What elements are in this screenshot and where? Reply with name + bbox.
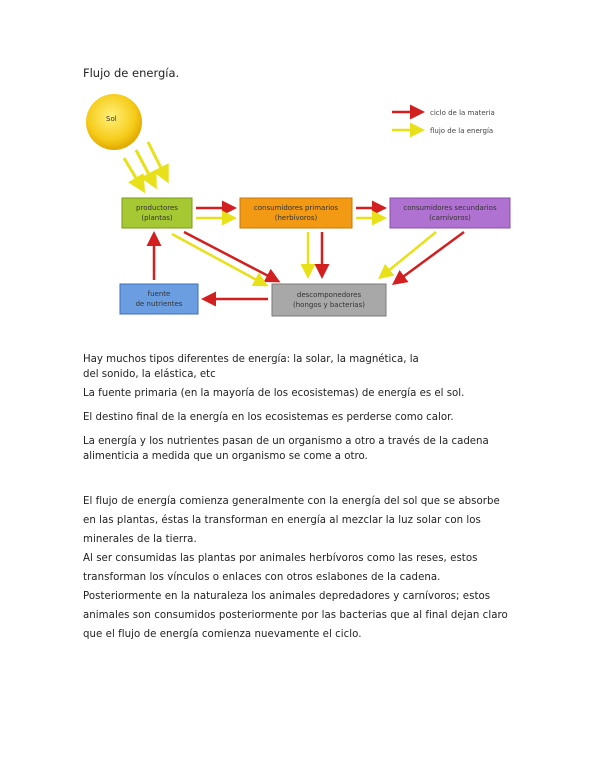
decomposers-label-2: (hongos y bacterias) <box>293 301 365 309</box>
page-title: Flujo de energía. <box>83 66 180 80</box>
secondary-consumers-label-1: consumidores secundarios <box>403 204 497 212</box>
decomposers-box <box>271 283 387 317</box>
paragraph-final-destination: El destino final de la energía en los ec… <box>83 412 454 423</box>
paragraph-energy-types: Hay muchos tipos diferentes de energía: … <box>83 354 419 380</box>
body-line: minerales de la tierra. <box>83 534 197 545</box>
primary-to-secondary-arrows <box>356 200 387 226</box>
paragraph-food-chain: La energía y los nutrientes pasan de un … <box>83 436 489 462</box>
nutrients-box <box>119 283 199 315</box>
legend: ciclo de la materia flujo de la energía <box>392 104 495 138</box>
primary-to-decomposers-arrows <box>300 232 330 279</box>
secondary-to-decomposers-arrows <box>378 230 465 285</box>
body-line: Al ser consumidas las plantas por animal… <box>83 553 478 564</box>
nutrients-label-1: fuente <box>148 290 171 298</box>
paragraph-primary-source: La fuente primaria (en la mayoría de los… <box>83 388 465 399</box>
secondary-consumers-label-2: (carnívoros) <box>429 214 471 222</box>
producers-box <box>121 197 193 229</box>
decomposers-label-1: descomponedores <box>297 291 362 299</box>
sun-icon <box>86 94 142 150</box>
legend-energy-label: flujo de la energía <box>430 127 493 135</box>
body-paragraph: El flujo de energía comienza generalment… <box>83 492 523 644</box>
producers-label-1: productores <box>136 204 178 212</box>
nutrients-label-2: de nutrientes <box>136 300 183 308</box>
legend-matter-label: ciclo de la materia <box>430 109 495 117</box>
sun-energy-arrows <box>122 141 169 194</box>
body-line: transforman los vínculos o enlaces con o… <box>83 572 441 583</box>
body-line: Posteriormente en la naturaleza los anim… <box>83 591 491 602</box>
sun-label: Sol <box>106 115 117 123</box>
energy-flow-diagram: Sol ciclo de la materia flujo de la ener… <box>86 94 511 317</box>
body-line: en las plantas, éstas la transforman en … <box>83 515 481 526</box>
body-line: animales son consumidos posteriormente p… <box>83 610 508 621</box>
primary-consumers-box <box>239 197 353 229</box>
body-line: que el flujo de energía comienza nuevame… <box>83 629 362 640</box>
primary-consumers-label-2: (herbívoros) <box>275 214 318 222</box>
body-line: El flujo de energía comienza generalment… <box>83 496 500 507</box>
producers-to-decomposers-arrows <box>171 230 281 287</box>
primary-consumers-label-1: consumidores primarios <box>254 204 339 212</box>
producers-to-primary-arrows <box>196 200 237 226</box>
producers-label-2: (plantas) <box>141 214 173 222</box>
secondary-consumers-box <box>389 197 511 229</box>
